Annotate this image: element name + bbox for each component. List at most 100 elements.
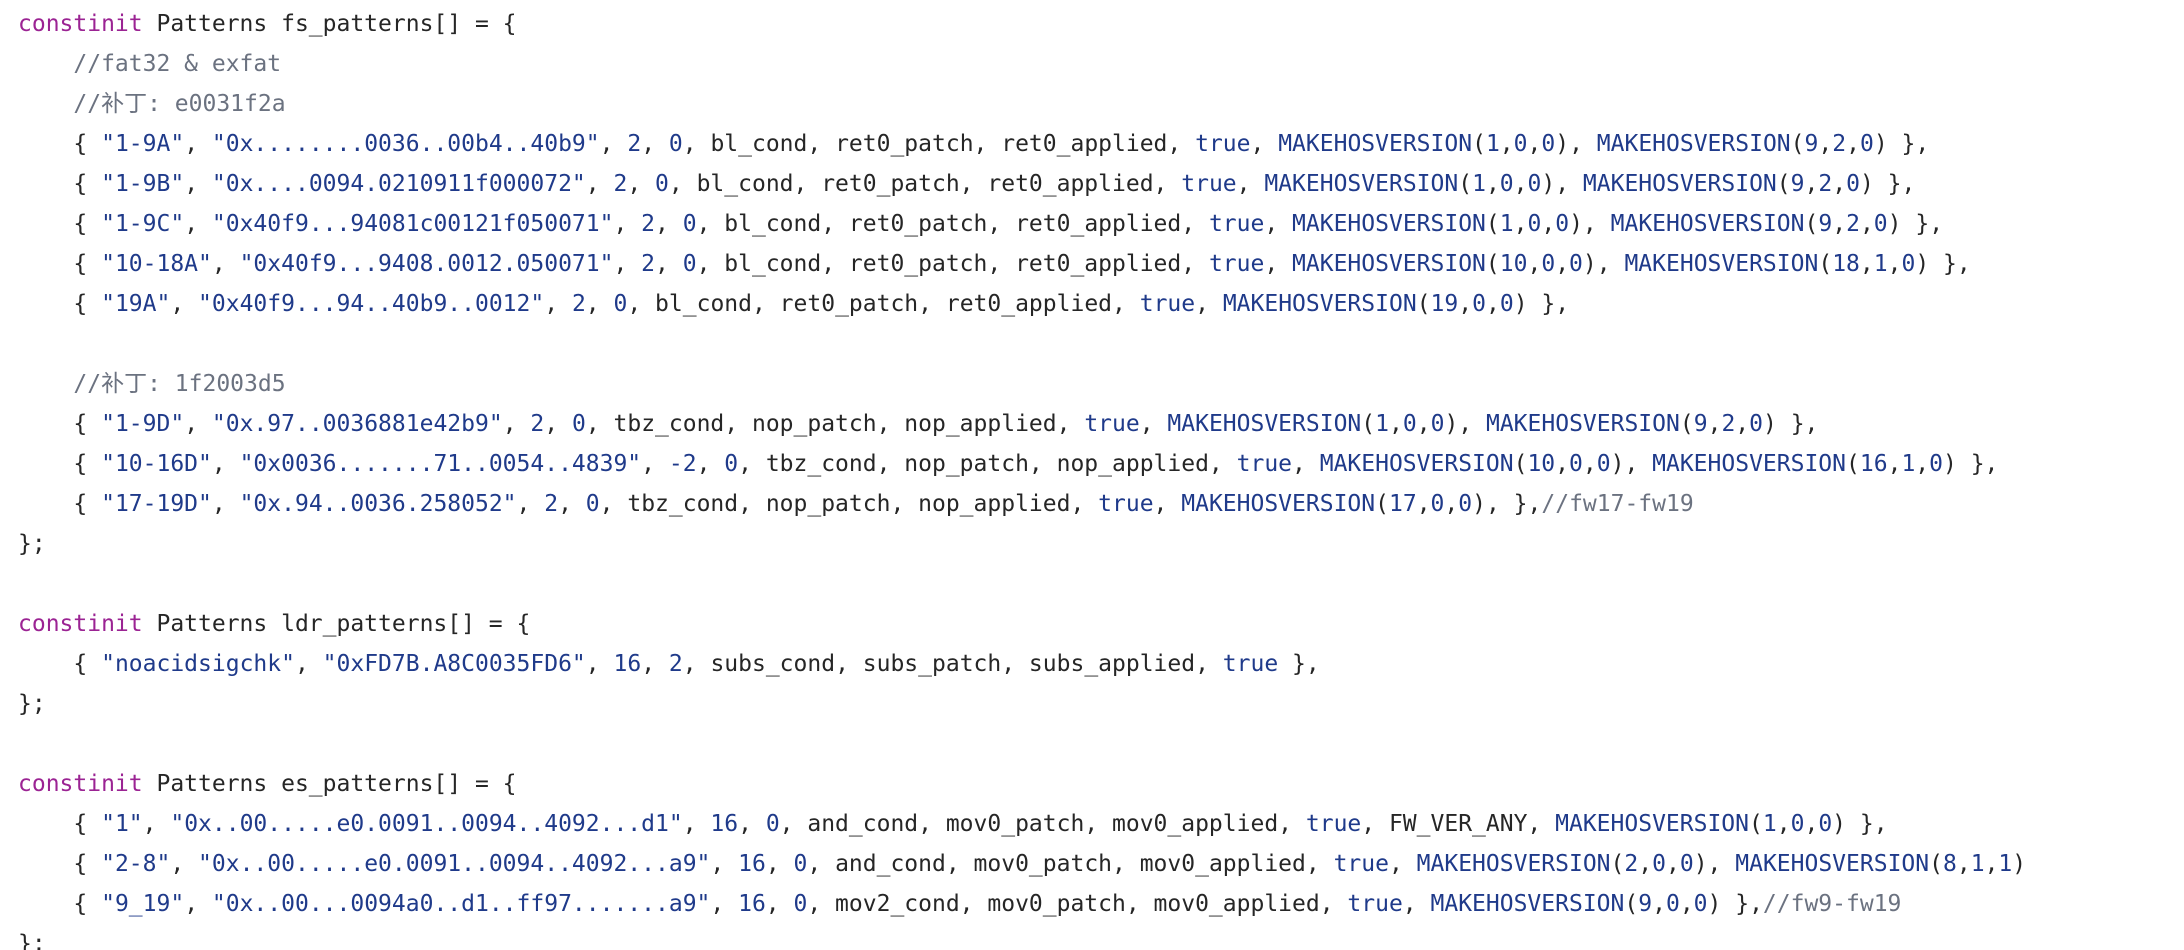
code-text: , (710, 891, 739, 917)
number-literal: 0 (1513, 131, 1528, 157)
number-literal: 0 (1652, 851, 1666, 877)
keyword-token: constinit (18, 771, 143, 797)
number-literal: 0 (1901, 251, 1916, 277)
number-literal: 0 (571, 411, 586, 437)
code-text: , bl_cond, ret0_patch, ret0_applied, (696, 211, 1209, 237)
number-literal: 0 (682, 211, 697, 237)
code-text: ( (1679, 411, 1694, 437)
number-literal: 0 (1499, 171, 1514, 197)
number-literal: 0 (1527, 171, 1542, 197)
code-line: { "1-9C", "0x40f9...94081c00121f050071",… (18, 204, 1943, 244)
code-text: , (682, 811, 711, 837)
code-text: { (18, 491, 102, 517)
number-literal: 9 (1638, 891, 1653, 917)
code-comment: //fat32 & exfat (18, 51, 282, 77)
code-line: { "9_19", "0x..00...0094a0..d1..ff97....… (18, 884, 1901, 924)
code-text: , (1236, 171, 1265, 197)
code-text: { (18, 451, 102, 477)
number-literal: 0 (793, 851, 808, 877)
code-text: , (1264, 251, 1293, 277)
number-literal: 10 (1527, 451, 1556, 477)
code-text: , (1818, 131, 1833, 157)
number-literal: 16 (1859, 451, 1888, 477)
code-text: , (502, 411, 531, 437)
number-literal: 16 (710, 811, 739, 837)
number-literal: 1 (1970, 851, 1985, 877)
code-text: ) }, (1859, 171, 1916, 197)
code-text: ( (1776, 171, 1791, 197)
string-literal: "0x..00.....e0.0091..0094..4092...d1" (170, 811, 683, 837)
number-literal: 0 (1679, 851, 1694, 877)
string-literal: "noacidsigchk" (101, 651, 295, 677)
number-literal: 0 (1859, 131, 1874, 157)
code-text: Patterns fs_patterns[] = { (142, 11, 517, 37)
keyword-token: constinit (18, 11, 143, 37)
number-literal: 0 (1873, 211, 1888, 237)
code-text: , (1832, 211, 1847, 237)
code-text: , (211, 251, 240, 277)
code-line: { "10-16D", "0x0036.......71..0054..4839… (18, 444, 1998, 484)
code-line: { "1", "0x..00.....e0.0091..0094..4092..… (18, 804, 1887, 844)
function-name: MAKEHOSVERSION (1624, 251, 1819, 277)
code-line: constinit Patterns fs_patterns[] = { (18, 4, 517, 44)
code-text: { (18, 131, 102, 157)
number-literal: 2 (1832, 131, 1847, 157)
code-text: , (1527, 131, 1542, 157)
number-literal: 0 (1929, 451, 1944, 477)
code-text: , (599, 131, 628, 157)
code-line: }; (18, 684, 46, 724)
string-literal: "17-19D" (101, 491, 212, 517)
code-text: ( (1472, 131, 1486, 157)
code-text: ( (1610, 851, 1625, 877)
code-text: ( (1361, 411, 1376, 437)
code-text: ) }, (1513, 291, 1570, 317)
function-name: MAKEHOSVERSION (1319, 451, 1514, 477)
string-literal: "1-9B" (101, 171, 185, 197)
code-line: { "10-18A", "0x40f9...9408.0012.050071",… (18, 244, 1970, 284)
number-literal: 0 (1527, 211, 1542, 237)
code-text: , (184, 131, 212, 157)
code-text: ( (1929, 851, 1943, 877)
code-text: { (18, 651, 102, 677)
code-text: }; (18, 691, 46, 717)
function-name: MAKEHOSVERSION (1292, 211, 1486, 237)
function-name: MAKEHOSVERSION (1735, 851, 1930, 877)
boolean-literal: true (1347, 891, 1403, 917)
code-line: { "19A", "0x40f9...94..40b9..0012", 2, 0… (18, 284, 1569, 324)
code-text: , (1859, 251, 1874, 277)
code-text: , (1402, 891, 1431, 917)
number-literal: 0 (724, 451, 739, 477)
function-name: MAKEHOSVERSION (1222, 291, 1417, 317)
number-literal: 0 (1472, 291, 1486, 317)
code-text: , (585, 651, 614, 677)
number-literal: 0 (1541, 131, 1556, 157)
function-name: MAKEHOSVERSION (1416, 851, 1611, 877)
code-line: constinit Patterns ldr_patterns[] = { (18, 604, 530, 644)
number-literal: 2 (668, 651, 683, 677)
boolean-literal: true (1333, 851, 1389, 877)
code-text: , (1582, 451, 1597, 477)
code-comment: //fw9-fw19 (1762, 891, 1902, 917)
code-text: , (655, 211, 683, 237)
string-literal: "10-18A" (101, 251, 212, 277)
code-comment: //补丁: e0031f2a (18, 91, 286, 117)
code-text: ), (1444, 411, 1486, 437)
code-text: ), (1693, 851, 1736, 877)
number-literal: 0 (1499, 291, 1514, 317)
code-text: }, (1278, 651, 1320, 677)
number-literal: 18 (1832, 251, 1860, 277)
code-text: { (18, 291, 102, 317)
code-text: , (613, 251, 642, 277)
number-literal: 17 (1388, 491, 1417, 517)
code-comment: //fw17-fw19 (1541, 491, 1694, 517)
code-text: ) }, (1707, 891, 1763, 917)
number-literal: 0 (1541, 251, 1556, 277)
function-name: MAKEHOSVERSION (1181, 491, 1376, 517)
code-text: , (655, 251, 683, 277)
code-line: }; (18, 924, 46, 950)
code-text: ( (1458, 171, 1473, 197)
code-text: , (1513, 171, 1528, 197)
code-text: , (1804, 811, 1819, 837)
string-literal: "9_19" (101, 891, 185, 917)
